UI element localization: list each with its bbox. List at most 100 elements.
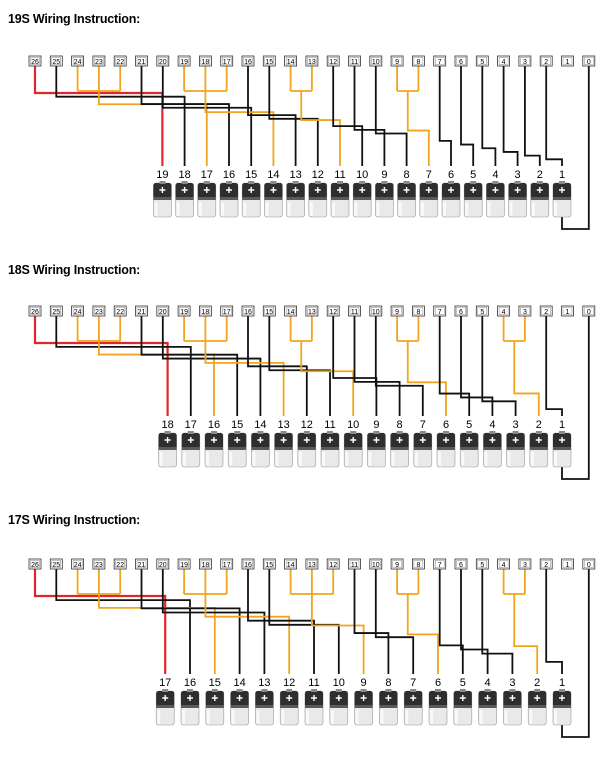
wire-to-cell-17 — [55, 313, 192, 416]
battery-cell-12: 12 — [279, 677, 299, 726]
battery-cell-icon — [241, 181, 261, 218]
terminal-20: 20 — [156, 558, 170, 570]
battery-cell-3: 3 — [503, 677, 522, 726]
terminal-label: 21 — [138, 59, 146, 66]
cell-number-label: 19 — [156, 169, 168, 181]
battery-cell-2: 2 — [530, 169, 550, 218]
terminal-label: 6 — [459, 562, 463, 569]
wire-to-cell-14 — [140, 566, 241, 674]
battery-cell-icon — [219, 181, 239, 218]
terminal-19: 19 — [177, 55, 191, 67]
battery-cell-icon — [403, 689, 423, 726]
cell-number-label: 14 — [267, 169, 279, 181]
battery-cell-icon — [153, 181, 172, 218]
terminal-label: 10 — [372, 309, 380, 316]
cell-number-label: 6 — [435, 677, 441, 689]
cell-number-label: 7 — [410, 677, 416, 689]
terminal-label: 23 — [95, 309, 103, 316]
wire-to-cell-10 — [268, 566, 340, 674]
wire-to-cell-14 — [183, 63, 275, 166]
battery-cell-10: 10 — [352, 169, 372, 218]
cell-number-label: 13 — [277, 419, 289, 431]
terminal-3: 3 — [518, 305, 532, 317]
terminal-label: 22 — [116, 562, 124, 569]
wire-to-cell-18 — [33, 313, 169, 416]
terminal-11: 11 — [348, 55, 361, 67]
terminal-label: 0 — [587, 59, 591, 66]
battery-cell-3: 3 — [506, 419, 525, 468]
battery-cell-5: 5 — [453, 677, 473, 726]
terminal-11: 11 — [348, 305, 361, 317]
wire-to-cell-16 — [55, 566, 191, 674]
battery-cell-18: 18 — [175, 169, 194, 218]
terminal-26: 26 — [28, 55, 42, 67]
cell-number-label: 8 — [385, 677, 391, 689]
battery-cell-icon — [508, 181, 527, 218]
terminal-13: 13 — [305, 305, 319, 317]
wires — [33, 313, 590, 480]
wire-to-cell-17 — [33, 566, 167, 674]
terminal-22: 22 — [113, 305, 127, 317]
terminal-18: 18 — [198, 55, 212, 67]
terminal-label: 26 — [31, 309, 39, 316]
terminal-label: 4 — [502, 59, 506, 66]
terminal-label: 12 — [329, 59, 337, 66]
terminal-22: 22 — [113, 55, 127, 67]
battery-cell-icon — [390, 431, 409, 468]
cell-number-label: 3 — [515, 169, 521, 181]
terminal-26: 26 — [28, 305, 42, 317]
terminal-label: 19 — [180, 562, 188, 569]
battery-cell-icon — [197, 181, 217, 218]
battery-cell-13: 13 — [255, 677, 274, 726]
wire-to-cell-17 — [76, 63, 208, 166]
battery-cell-13: 13 — [286, 169, 305, 218]
terminal-label: 13 — [308, 309, 316, 316]
battery-cell-14: 14 — [251, 419, 270, 468]
terminal-label: 2 — [544, 562, 548, 569]
cell-number-label: 1 — [559, 169, 565, 181]
wire-to-cell-14 — [161, 313, 262, 416]
terminal-label: 2 — [544, 59, 548, 66]
terminal-label: 26 — [31, 562, 39, 569]
terminal-3: 3 — [518, 55, 532, 67]
battery-cell-1: 1 — [552, 169, 572, 218]
terminal-0: 0 — [582, 55, 596, 67]
battery-cell-icon — [352, 181, 372, 218]
battery-cell-icon — [478, 689, 497, 726]
terminal-label: 7 — [438, 59, 442, 66]
wire-to-cell-4 — [481, 63, 497, 166]
terminal-1: 1 — [561, 558, 574, 570]
terminal-11: 11 — [348, 558, 361, 570]
wire-terminal-0 — [561, 313, 590, 480]
terminal-15: 15 — [262, 558, 276, 570]
terminal-label: 18 — [202, 562, 210, 569]
terminal-6: 6 — [454, 558, 468, 570]
cell-number-label: 12 — [283, 677, 295, 689]
battery-cell-17: 17 — [197, 169, 217, 218]
terminal-18: 18 — [198, 305, 212, 317]
battery-cell-icon — [304, 689, 324, 726]
wire-to-cell-10 — [332, 63, 364, 166]
terminal-label: 9 — [395, 59, 399, 66]
terminal-8: 8 — [411, 558, 425, 570]
battery-cell-icon — [343, 431, 363, 468]
battery-cell-icon — [413, 431, 433, 468]
terminal-label: 8 — [416, 309, 420, 316]
wire-to-cell-2 — [502, 313, 540, 416]
battery-cell-icon — [308, 181, 328, 218]
battery-cell-icon — [158, 431, 177, 468]
wire-to-cell-16 — [76, 313, 215, 416]
terminal-8: 8 — [411, 55, 425, 67]
battery-cell-icon — [367, 431, 386, 468]
terminal-25: 25 — [49, 55, 63, 67]
terminal-label: 4 — [502, 562, 506, 569]
terminal-label: 9 — [395, 562, 399, 569]
wire-to-cell-1 — [545, 313, 563, 416]
terminal-label: 19 — [180, 59, 188, 66]
terminal-7: 7 — [433, 55, 447, 67]
wire-to-cell-11 — [289, 63, 341, 166]
